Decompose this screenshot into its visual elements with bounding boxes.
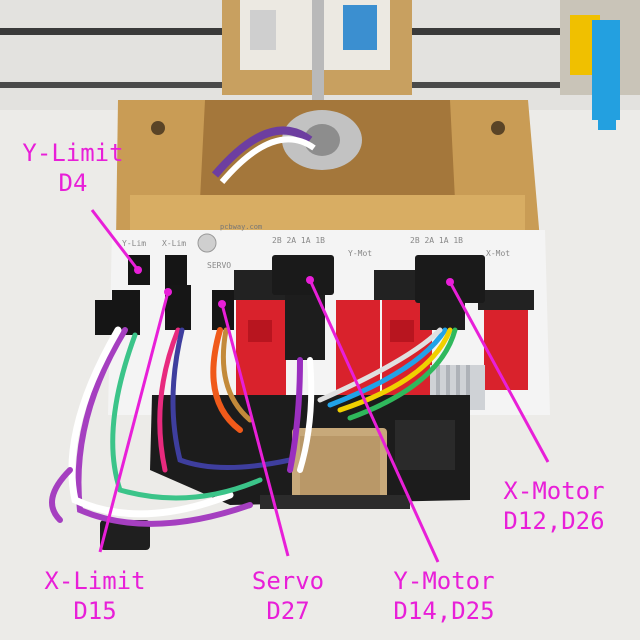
line-y-motor <box>308 279 440 563</box>
annotation-lines <box>90 209 550 563</box>
label-x-limit-pin: D15 <box>73 597 117 625</box>
label-y-motor-name: Y-Motor <box>393 567 495 595</box>
wooden-frame <box>116 100 540 240</box>
silk-x-lim: X-Lim <box>162 239 186 248</box>
label-x-motor: X-Motor D12,D26 <box>490 476 618 536</box>
annotation-dots <box>134 266 454 308</box>
silk-x-mot: X-Mot <box>486 249 510 258</box>
label-y-limit-name: Y-Limit <box>22 139 124 167</box>
silk-y-lim: Y-Lim <box>122 239 146 248</box>
wires <box>49 326 458 527</box>
label-y-motor-pin: D14,D25 <box>393 597 495 625</box>
label-y-limit: Y-Limit D4 <box>10 138 136 198</box>
line-x-limit <box>98 291 170 553</box>
label-servo: Servo D27 <box>240 566 336 626</box>
label-x-limit: X-Limit D15 <box>32 566 158 626</box>
silk-servo: SERVO <box>207 261 231 270</box>
label-servo-pin: D27 <box>266 597 310 625</box>
silk-x-pins: 2B 2A 1A 1B <box>410 236 463 245</box>
silk-y-mot: Y-Mot <box>348 249 372 258</box>
label-servo-name: Servo <box>251 567 325 595</box>
label-x-motor-pin: D12,D26 <box>503 507 605 535</box>
silk-y-pins: 2B 2A 1A 1B <box>272 236 325 245</box>
label-y-motor: Y-Motor D14,D25 <box>380 566 508 626</box>
line-servo <box>220 303 290 557</box>
label-x-motor-name: X-Motor <box>503 477 605 505</box>
label-x-limit-name: X-Limit <box>44 567 146 595</box>
line-x-motor <box>448 281 550 463</box>
top-gantry <box>0 0 640 130</box>
label-y-limit-pin: D4 <box>58 169 88 197</box>
silk-url: pcbway.com <box>220 223 262 231</box>
line-y-limit <box>90 209 140 271</box>
